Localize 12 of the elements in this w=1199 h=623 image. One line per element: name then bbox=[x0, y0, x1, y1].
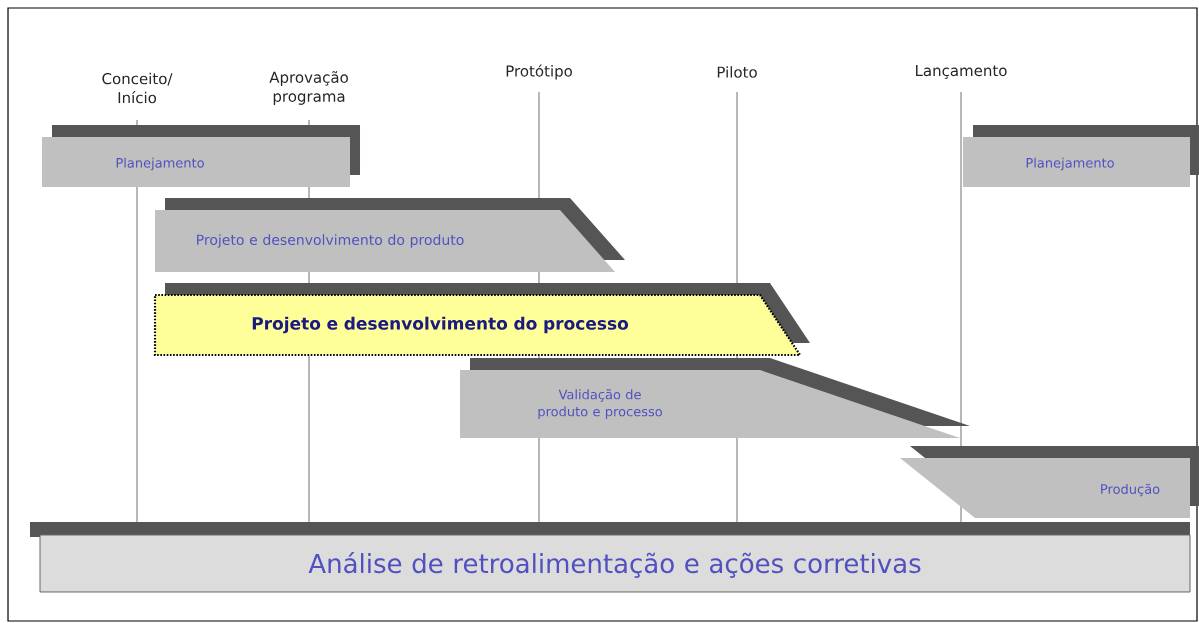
milestone-label: Protótipo bbox=[506, 64, 572, 80]
phase-band: Produção bbox=[900, 446, 1199, 518]
phase-band: Projeto e desenvolvimento do processo bbox=[153, 283, 810, 357]
milestone-label: Lançamento bbox=[916, 65, 1007, 79]
phase-band: Planejamento bbox=[42, 125, 360, 187]
milestone-label: Piloto bbox=[717, 66, 757, 78]
milestone-label: Conceito/ Início bbox=[102, 72, 173, 104]
phase-band: Projeto e desenvolvimento do produto bbox=[155, 198, 625, 272]
phase-band: Planejamento bbox=[963, 125, 1199, 187]
milestone-label: Aprovação programa bbox=[269, 71, 348, 105]
feedback-band: Análise de retroalimentação e ações corretivas bbox=[30, 522, 1191, 593]
phase-band: Validação de produto e processo bbox=[460, 358, 970, 438]
